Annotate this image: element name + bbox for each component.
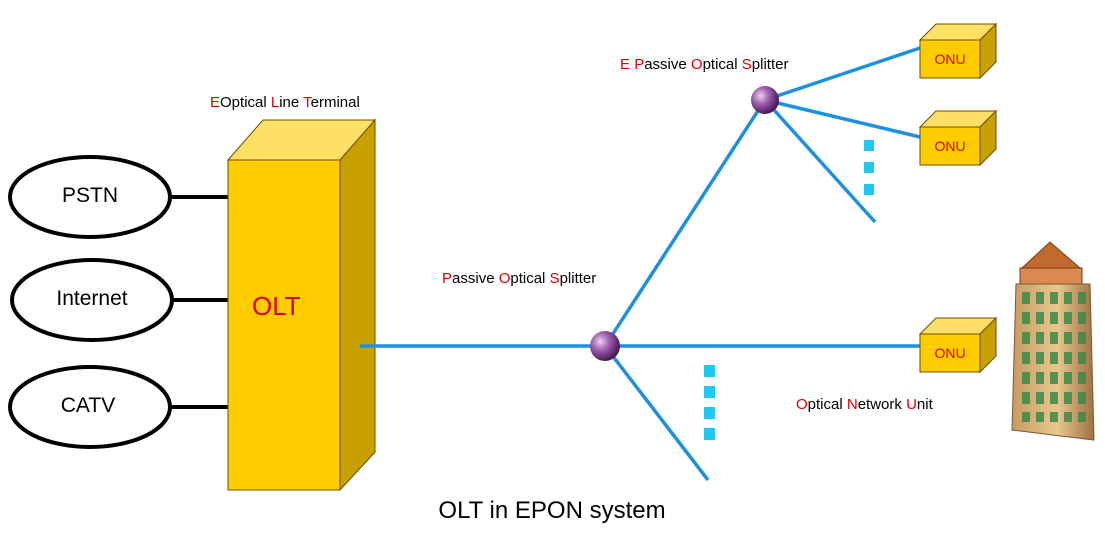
onu-3-text: ONU — [934, 345, 966, 361]
onu-label: Optical Network Unit — [796, 396, 933, 413]
building-icon — [1011, 241, 1095, 441]
onu-2-text: ONU — [934, 138, 966, 154]
diagram-caption: OLT in EPON system — [438, 497, 666, 524]
pstn-node — [8, 155, 172, 239]
splitter-upper — [751, 86, 779, 114]
onu-box-2 — [918, 109, 998, 167]
splitter-main-label: Passive Optical Splitter — [442, 270, 597, 287]
olt-box — [226, 118, 377, 492]
fiber-lines — [360, 46, 921, 482]
olt-title: OLT — [252, 291, 301, 321]
continuation-dots-upper — [864, 140, 874, 195]
onu-box-1 — [918, 22, 998, 80]
onu-box-3 — [918, 316, 998, 374]
olt-label: EOptical Line Terminal — [210, 94, 360, 111]
catv-label: CATV — [60, 394, 116, 417]
continuation-dots-lower — [704, 365, 715, 440]
splitter-main — [590, 331, 620, 361]
internet-label: Internet — [56, 287, 128, 310]
onu-1-text: ONU — [934, 51, 966, 67]
catv-node — [8, 365, 172, 449]
splitter-upper-label: E Passive Optical Splitter — [620, 56, 789, 73]
internet-node — [10, 258, 174, 342]
pstn-label: PSTN — [61, 184, 118, 207]
